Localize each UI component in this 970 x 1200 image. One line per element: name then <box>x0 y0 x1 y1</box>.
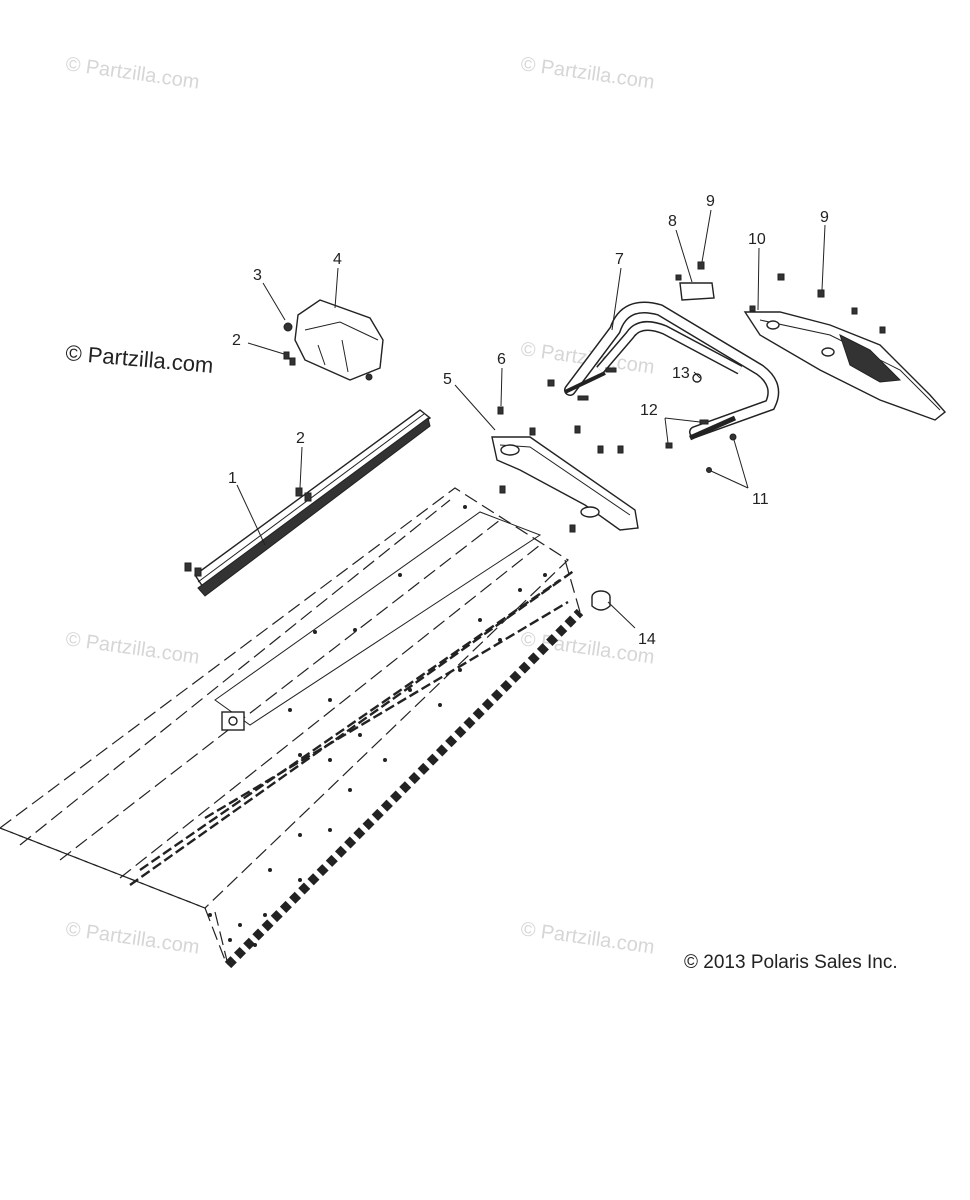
bolt-icon <box>605 367 617 373</box>
screw-icon <box>304 492 312 502</box>
part-10-bracket <box>743 273 947 421</box>
part-6-screw-icon <box>497 406 504 415</box>
part-3-nut-icon <box>283 322 293 332</box>
part-9-screw-icon <box>697 261 705 270</box>
callout-7: 7 <box>615 251 624 268</box>
screw-icon <box>851 307 858 315</box>
part-11-nut-icon <box>706 467 712 473</box>
callout-11: 11 <box>752 491 769 508</box>
callout-13: 13 <box>672 365 690 382</box>
screw-icon <box>879 326 886 334</box>
part-1-rail <box>184 409 432 597</box>
screw-icon <box>499 485 506 494</box>
part-12-screw-icon <box>665 442 673 449</box>
callout-6: 6 <box>497 351 506 368</box>
tunnel-panel <box>0 487 584 969</box>
part-8-plate <box>675 261 715 301</box>
tunnel-hole-icon <box>228 716 238 726</box>
callout-labels: 1 2 2 3 4 5 6 7 8 9 9 10 11 12 13 14 <box>228 193 829 648</box>
part-9-screw-icon <box>817 289 825 298</box>
screw-icon <box>597 445 604 454</box>
watermark-lower-left: © Partzilla.com <box>64 628 201 669</box>
callout-2-rail: 2 <box>296 430 305 447</box>
callout-8: 8 <box>668 213 677 230</box>
copyright-notice: © 2013 Polaris Sales Inc. <box>684 952 898 973</box>
watermarks: © Partzilla.com © Partzilla.com © Partzi… <box>64 53 656 959</box>
screw-icon <box>749 305 756 312</box>
watermark-top-left: © Partzilla.com <box>64 53 201 94</box>
part-4-cover <box>283 299 384 381</box>
screw-icon <box>295 487 303 497</box>
callout-9-plate: 9 <box>706 193 715 210</box>
part-12-bolt-icon <box>699 419 709 425</box>
callout-1: 1 <box>228 470 237 487</box>
nut-icon <box>365 373 373 381</box>
screw-icon <box>289 357 296 366</box>
tunnel-rivets <box>208 505 547 947</box>
watermark-bottom-right: © Partzilla.com <box>519 918 656 959</box>
bracket-hole-icon <box>766 320 780 330</box>
leader-lines <box>236 209 826 629</box>
screw-icon <box>529 427 536 436</box>
watermark-main: © Partzilla.com <box>65 340 215 378</box>
bracket-hole-icon <box>821 347 835 357</box>
screw-icon <box>675 274 682 281</box>
bracket-hole-icon <box>580 506 600 518</box>
screw-icon <box>569 524 576 533</box>
callout-4: 4 <box>333 251 342 268</box>
screw-icon <box>777 273 785 281</box>
callout-5: 5 <box>443 371 452 388</box>
screw-icon <box>283 351 290 360</box>
nut-icon <box>547 379 555 387</box>
part-7-handle <box>547 301 780 473</box>
watermark-top-right: © Partzilla.com <box>519 53 656 94</box>
screw-icon <box>574 425 581 434</box>
callout-9-bracket: 9 <box>820 209 829 226</box>
watermark-bottom-left: © Partzilla.com <box>64 918 201 959</box>
part-13-washer-icon <box>692 373 702 383</box>
part-5-bracket <box>491 406 639 533</box>
callout-12: 12 <box>640 402 658 419</box>
tunnel-edge-serrations <box>224 608 584 969</box>
callout-3: 3 <box>253 267 262 284</box>
callout-14: 14 <box>638 631 656 648</box>
callout-2-cover: 2 <box>232 332 241 349</box>
part-2-screws-center <box>295 487 312 502</box>
rail-screw-icon <box>184 562 192 572</box>
bolt-icon <box>577 395 589 401</box>
part-11-nut-icon <box>729 433 737 441</box>
rail-screw-icon <box>194 567 202 577</box>
screw-icon <box>617 445 624 454</box>
part-14-plug <box>591 590 611 611</box>
callout-10: 10 <box>748 231 766 248</box>
bracket-hole-icon <box>500 444 520 456</box>
